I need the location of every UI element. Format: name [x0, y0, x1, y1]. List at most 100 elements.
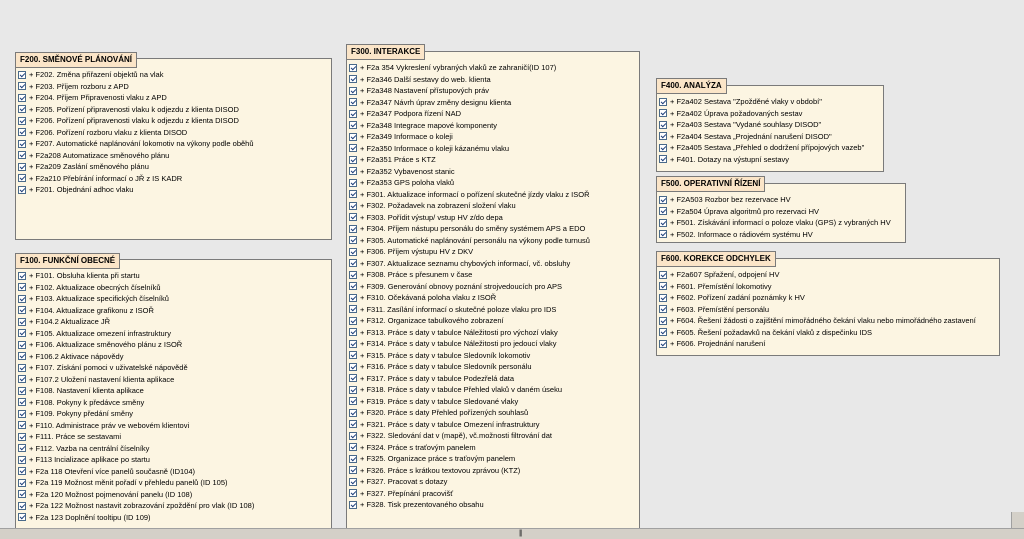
checkbox-icon[interactable] [349, 236, 357, 245]
list-item[interactable]: + F105. Aktualizace omezení infrastruktu… [18, 328, 329, 340]
checkbox-icon[interactable] [349, 155, 357, 164]
list-item[interactable]: + F604. Řešení žádosti o zajištění mimoř… [659, 315, 997, 327]
list-item[interactable]: + F605. Řešení požadavků na čekání vlaků… [659, 327, 997, 339]
checkbox-icon[interactable] [349, 489, 357, 498]
checkbox-icon[interactable] [349, 362, 357, 371]
checkbox-icon[interactable] [18, 185, 26, 194]
list-item[interactable]: + F2a350 Informace o koleji kázanému vla… [349, 143, 637, 155]
checkbox-icon[interactable] [349, 63, 357, 72]
checkbox-icon[interactable] [18, 294, 26, 303]
list-item[interactable]: + F2a346 Další sestavy do web. klienta [349, 74, 637, 86]
checkbox-icon[interactable] [18, 409, 26, 418]
list-item[interactable]: + F322. Sledování dat v (mapě), vč.možno… [349, 430, 637, 442]
checkbox-icon[interactable] [18, 174, 26, 183]
list-item[interactable]: + F2a210 Přebírání informací o JŘ z IS K… [18, 173, 329, 185]
list-item[interactable]: + F113 Incializace aplikace po startu [18, 454, 329, 466]
list-item[interactable]: + F2a607 Spřažení, odpojení HV [659, 269, 997, 281]
list-item[interactable]: + F108. Nastavení klienta aplikace [18, 385, 329, 397]
checkbox-icon[interactable] [349, 224, 357, 233]
list-item[interactable]: + F204. Příjem Připravenosti vlaku z APD [18, 92, 329, 104]
list-item[interactable]: + F318. Práce s daty v tabulce Přehled v… [349, 384, 637, 396]
checkbox-icon[interactable] [349, 431, 357, 440]
checkbox-icon[interactable] [349, 98, 357, 107]
checkbox-icon[interactable] [659, 339, 667, 348]
list-item[interactable]: + F2a403 Sestava "Vydané souhlasy DISOD" [659, 119, 881, 131]
list-item[interactable]: + F2a405 Sestava „Přehled o dodržení pří… [659, 142, 881, 154]
list-item[interactable]: + F202. Změna přiřazení objektů na vlak [18, 69, 329, 81]
list-item[interactable]: + F328. Tisk prezentovaného obsahu [349, 499, 637, 511]
list-item[interactable]: + F103. Aktualizace specifických číselní… [18, 293, 329, 305]
list-item[interactable]: + F2a404 Sestava „Projednání narušení DI… [659, 131, 881, 143]
list-item[interactable]: + F321. Práce s daty v tabulce Omezení i… [349, 419, 637, 431]
checkbox-icon[interactable] [349, 213, 357, 222]
list-item[interactable]: + F2a208 Automatizace směnového plánu [18, 150, 329, 162]
checkbox-icon[interactable] [349, 454, 357, 463]
checkbox-icon[interactable] [659, 155, 667, 164]
checkbox-icon[interactable] [18, 70, 26, 79]
list-item[interactable]: + F2a348 Nastavení přístupových práv [349, 85, 637, 97]
checkbox-icon[interactable] [349, 144, 357, 153]
checkbox-icon[interactable] [18, 421, 26, 430]
list-item[interactable]: + F501. Získávání informací o poloze vla… [659, 217, 903, 229]
list-item[interactable]: + F302. Požadavek na zobrazení složení v… [349, 200, 637, 212]
list-item[interactable]: + F2a347 Návrh úprav změny designu klien… [349, 97, 637, 109]
checkbox-icon[interactable] [349, 316, 357, 325]
list-item[interactable]: + F306. Příjem výstupu HV z DKV [349, 246, 637, 258]
checkbox-icon[interactable] [18, 162, 26, 171]
checkbox-icon[interactable] [349, 443, 357, 452]
checkbox-icon[interactable] [349, 132, 357, 141]
checkbox-icon[interactable] [18, 478, 26, 487]
checkbox-icon[interactable] [659, 230, 667, 239]
checkbox-icon[interactable] [18, 340, 26, 349]
list-item[interactable]: + F316. Práce s daty v tabulce Sledovník… [349, 361, 637, 373]
list-item[interactable]: + F308. Práce s přesunem v čase [349, 269, 637, 281]
list-item[interactable]: + F315. Práce s daty v tabulce Sledovník… [349, 350, 637, 362]
checkbox-icon[interactable] [349, 385, 357, 394]
list-item[interactable]: + F206. Pořízení připravenosti vlaku k o… [18, 115, 329, 127]
checkbox-icon[interactable] [18, 363, 26, 372]
checkbox-icon[interactable] [349, 500, 357, 509]
list-item[interactable]: + F2a353 GPS poloha vlaků [349, 177, 637, 189]
checkbox-icon[interactable] [349, 420, 357, 429]
list-item[interactable]: + F502. Informace o rádiovém systému HV [659, 229, 903, 241]
checkbox-icon[interactable] [18, 82, 26, 91]
list-item[interactable]: + F309. Generování obnovy poznání strojv… [349, 281, 637, 293]
checkbox-icon[interactable] [18, 398, 26, 407]
list-item[interactable]: + F2a 354 Vykreslení vybraných vlaků ze … [349, 62, 637, 74]
list-item[interactable]: + F2a 123 Doplnění tooltipu (ID 109) [18, 512, 329, 524]
checkbox-icon[interactable] [18, 432, 26, 441]
list-item[interactable]: + F312. Organizace tabulkového zobrazení [349, 315, 637, 327]
checkbox-icon[interactable] [349, 190, 357, 199]
list-item[interactable]: + F106.2 Aktivace nápovědy [18, 351, 329, 363]
checkbox-icon[interactable] [349, 374, 357, 383]
checkbox-icon[interactable] [659, 109, 667, 118]
checkbox-icon[interactable] [349, 247, 357, 256]
list-item[interactable]: + F2a349 Informace o koleji [349, 131, 637, 143]
list-item[interactable]: + F326. Práce s krátkou textovou zprávou… [349, 465, 637, 477]
list-item[interactable]: + F112. Vazba na centrální číselníky [18, 443, 329, 455]
checkbox-icon[interactable] [18, 444, 26, 453]
checkbox-icon[interactable] [18, 490, 26, 499]
list-item[interactable]: + F2A503 Rozbor bez rezervace HV [659, 194, 903, 206]
checkbox-icon[interactable] [659, 195, 667, 204]
checkbox-icon[interactable] [349, 201, 357, 210]
list-item[interactable]: + F327. Přepínání pracovišť [349, 488, 637, 500]
list-item[interactable]: + F2a504 Úprava algoritmů pro rezervaci … [659, 206, 903, 218]
checkbox-icon[interactable] [18, 501, 26, 510]
list-item[interactable]: + F111. Práce se sestavami [18, 431, 329, 443]
list-item[interactable]: + F2a 122 Možnost nastavit zobrazování z… [18, 500, 329, 512]
checkbox-icon[interactable] [18, 105, 26, 114]
checkbox-icon[interactable] [18, 455, 26, 464]
checkbox-icon[interactable] [18, 513, 26, 522]
checkbox-icon[interactable] [18, 271, 26, 280]
checkbox-icon[interactable] [349, 75, 357, 84]
checkbox-icon[interactable] [349, 259, 357, 268]
list-item[interactable]: + F2a351 Práce s KTZ [349, 154, 637, 166]
checkbox-icon[interactable] [349, 109, 357, 118]
list-item[interactable]: + F311. Zasílání informací o skutečné po… [349, 304, 637, 316]
list-item[interactable]: + F601. Přemístění lokomotivy [659, 281, 997, 293]
list-item[interactable]: + F203. Příjem rozboru z APD [18, 81, 329, 93]
list-item[interactable]: + F307. Aktualizace seznamu chybových in… [349, 258, 637, 270]
list-item[interactable]: + F104. Aktualizace grafikonu z ISOŘ [18, 305, 329, 317]
checkbox-icon[interactable] [349, 282, 357, 291]
